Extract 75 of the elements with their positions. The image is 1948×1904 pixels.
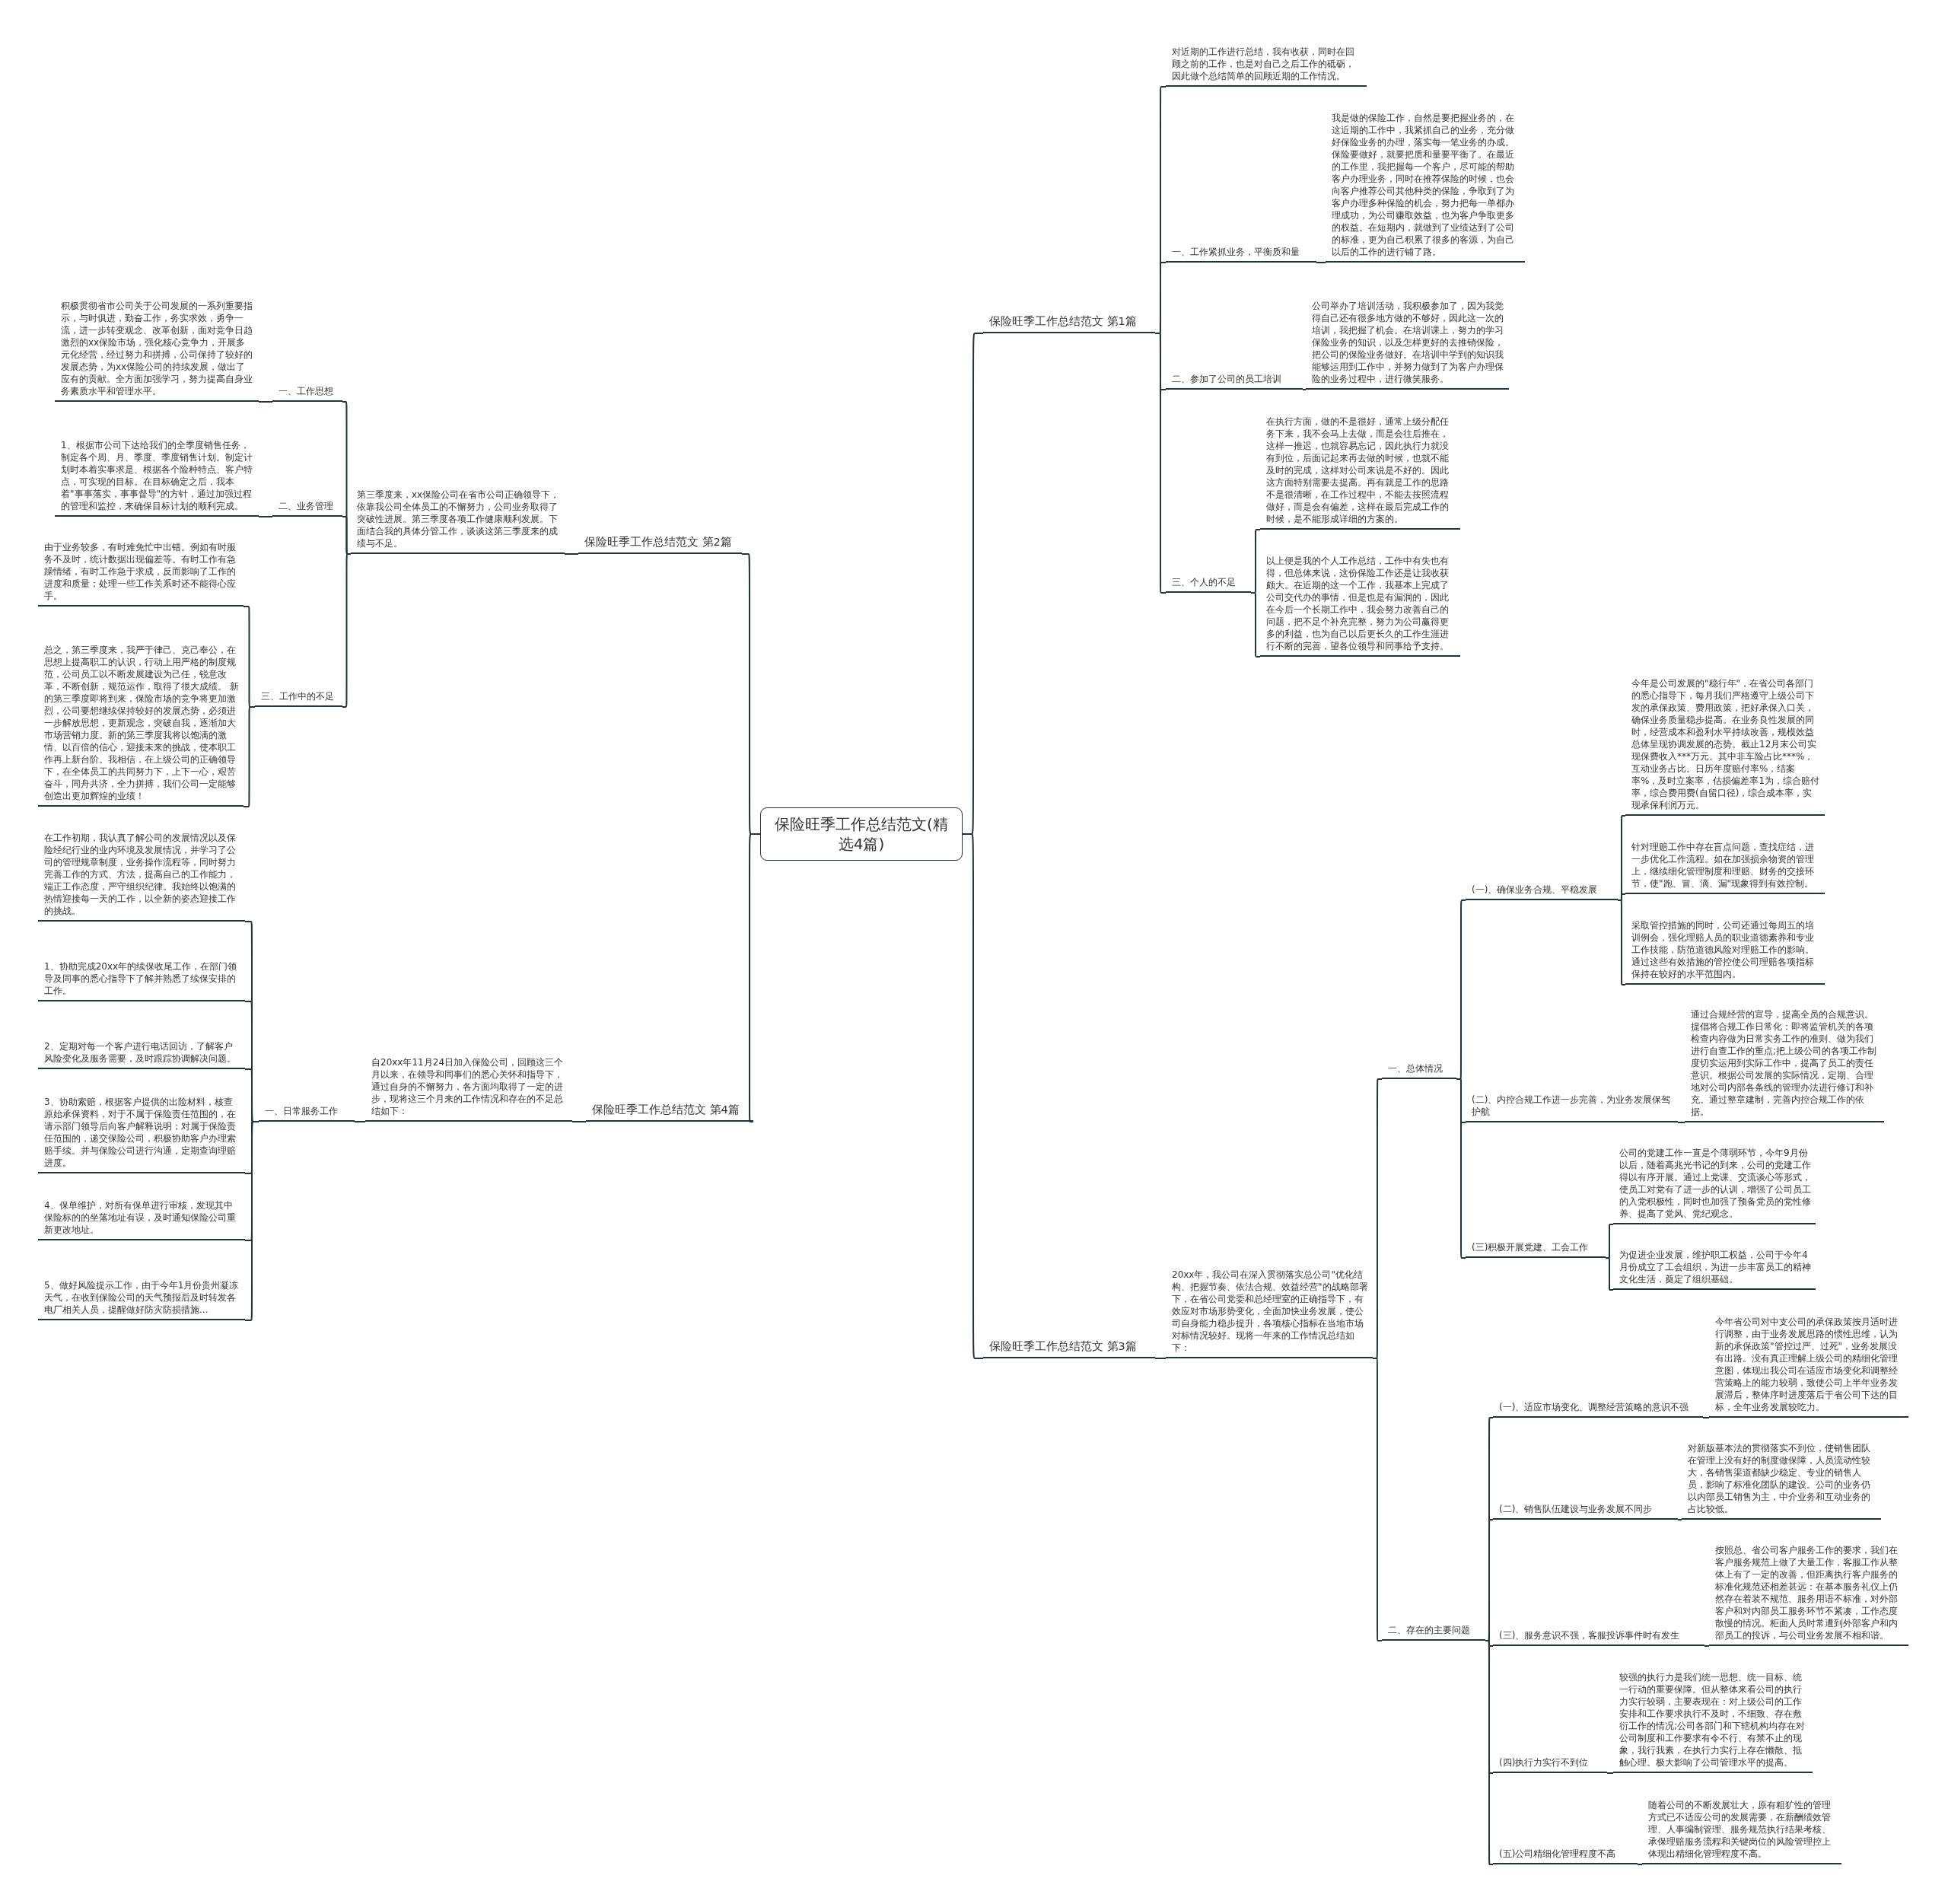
paragraph-text: 第三季度来，xx保险公司在省市公司正确领导下，依靠我公司全体员工的不懈努力，公司业务取得了突破性进展。第三季度各项工作健康顺利发展。下面结合我的具体分管工作，谈谈这第三季度来的成绩与不足。 — [351, 489, 565, 554]
connector-line — [1617, 899, 1626, 985]
paragraph-text: 5、做好风险提示工作，由于今年1月份贵州凝冻天气，在收到保险公司的天气预报后及时转发各电厂相关人员，提醒做好防灾防损措施... — [38, 1279, 245, 1320]
connector-line — [1637, 1864, 1643, 1865]
paragraph-text: 对近期的工作进行总结，我有收获，同时在回顾之前的工作，也是对自己之后工作的砥砺，因此做个总结简单的回顾近期的工作情况。 — [1166, 46, 1367, 87]
connector-line — [1485, 1640, 1494, 1865]
paragraph-text: 在工作初期，我认真了解公司的发展情况以及保险经纪行业的业内环境及发展情况，并学习了公司的管理规章制度，业务操作流程等，同时努力完善工作的方式、方法，提高自己的工作能力，端正工作态度，严守组织纪律。我始终以饱满的热情迎接每一天的工作，以全新的姿态迎接工作的挑战。 — [38, 832, 245, 922]
connector-line — [1154, 333, 1167, 594]
connector-line — [1704, 1645, 1710, 1647]
paragraph-text: 自20xx年11月24日加入保险公司，回顾这三个月以来，在领导和同事们的悉心关怀和指导下，通过自身的不懈努力，各方面均取得了一定的进步，现将这三个月来的工作情况和存在的不足总结如下： — [365, 1056, 572, 1122]
paragraph-text: 公司的党建工作一直是个薄弱环节，今年9月份以后，随着高兆光书记的到来，公司的党建工作得以有序开展。通过上党课、交流谈心等形式，使员工对党有了进一步的认训，增强了公司员工的入党积极性，同时也加强了预备党员的党性修养、提高了党风、党纪观念。 — [1613, 1147, 1816, 1224]
paragraph-text: 4、保单维护，对所有保单进行审核，发现其中保险标的的坐落地址有误，及时通知保险公司重新更改地址。 — [38, 1199, 245, 1240]
connector-line — [571, 1121, 587, 1122]
central-topic: 保险旺季工作总结范文(精选4篇) — [760, 807, 963, 861]
subtopic-label: 一、工作思想 — [272, 385, 342, 402]
connector-line — [1154, 1358, 1167, 1359]
branch-topic: 保险旺季工作总结范文 第1篇 — [983, 314, 1155, 333]
paragraph-text: 1、根据市公司下达给我们的全季度销售任务，制定各个周、月、季度、季度销售计划。制定计划时本着实事求是、根据各个险种特点、客户特点，可实现的目标。在目标确定之后，我本着"事事落实，事事督导"的方针，通过加强过程的管理和监控，来确保目标计划的顺利完成。 — [55, 439, 259, 517]
connector-line — [1316, 262, 1326, 263]
connector-line — [1677, 1122, 1685, 1123]
connector-line — [1250, 592, 1261, 657]
paragraph-text: 20xx年，我公司在深入贯彻落实总公司"优化结构、把握节奏、依法合规、效益经营"的战略部署下，在省公司党委和总经理室的正确指导下，有效应对市场形势变化，全面加快业务发展，使公司自身能力稳步提升，各项核心指标在当地市场对标情况较好。现将一年来的工作情况总结如下： — [1166, 1269, 1373, 1358]
subtopic-label: 二、业务管理 — [272, 500, 342, 517]
subtopic-label: 二、参加了公司的员工培训 — [1166, 373, 1303, 390]
subtopic-label: (三)积极开展党建、工会工作 — [1466, 1241, 1606, 1258]
connector-line — [243, 706, 256, 807]
paragraph-text: 总之，第三季度来，我严于律己、克己奉公，在思想上提高职工的认识，行动上用严格的制度规范，公司员工以不断发展建设为己任，锐意改革，不断创新，规范运作，取得了很大成绩。 新的第三季度即将到来，保险市场的竞争将更加激烈，公司要想继续保持较好的发展态势，必须进一步解放思想，更新观念，突破自我，逐渐加大市场营销力度。新的第三季度我将以饱满的激情、以百倍的信心，迎接未来的挑战，使本职工作再上新台阶。我相信，在上级公司的正确领导下，在全体员工的共同努力下，上下一心，艰苦奋斗，同舟共济，全力拼搏，我们公司一定能够创造出更加辉煌的业绩！ — [38, 644, 244, 807]
subtopic-label: 三、个人的不足 — [1166, 576, 1251, 593]
connector-line — [564, 553, 579, 555]
subtopic-label: (五)公司精细化管理程度不高 — [1493, 1848, 1638, 1864]
subtopic-label: 一、日常服务工作 — [259, 1105, 355, 1122]
branch-topic: 保险旺季工作总结范文 第3篇 — [983, 1339, 1155, 1358]
subtopic-label: 一、总体情况 — [1382, 1062, 1456, 1079]
paragraph-text: 1、协助完成20xx年的续保收尾工作，在部门领导及同事的悉心指导下了解并熟悉了续保安排的工作。 — [38, 960, 245, 1001]
paragraph-text: 针对理赔工作中存在盲点问题，查找症结，进一步优化工作流程。如在加强损余物资的管理上，继续细化管理制度和理赔、财务的交接环节，使"跑、冒、滴、漏"现象得到有效控制。 — [1625, 841, 1825, 894]
paragraph-text: 今年省公司对中支公司的承保政策按月适时进行调整，由于业务发展思路的惯性思维，认为新的承保政策"管控过严、过死"，业务发展没有出路。没有真正理解上级公司的精细化管理意图，体现出我公司在适应市场变化和调整经营策略上的能力较弱，致使公司上半年业务发展滞后，整体序时进度落后于省公司下达的目标，全年业务发展较吃力。 — [1709, 1316, 1908, 1418]
paragraph-text: 随着公司的不断发展壮大，原有粗犷性的管理方式已不适应公司的发展需要，在薪酬绩效管理、人事编制管理、服务规范执行结果考核、承保理赔服务流程和关键岗位的风险管理控上体现出精细化管理程度不高。 — [1642, 1799, 1841, 1864]
connector-line — [342, 553, 352, 708]
subtopic-label: 三、工作中的不足 — [255, 690, 342, 707]
connector-line — [1372, 1358, 1383, 1641]
connector-line — [258, 401, 273, 403]
branch-topic: 保险旺季工作总结范文 第2篇 — [578, 534, 742, 554]
subtopic-label: (四)执行力实行不到位 — [1493, 1756, 1607, 1773]
subtopic-label: 二、存在的主要问题 — [1382, 1624, 1485, 1641]
paragraph-text: 3、协助索赔，根据客户提供的出险材料，核查原始承保资料，对于不属于保险责任范围的，在请示部门领导后向客户解释说明；对属于保险责任范围的，递交保险公司，积极协助客户办理索赔手续。并与保险公司进行沟通，定期查询理赔进度。 — [38, 1096, 245, 1173]
paragraph-text: 以上便是我的个人工作总结，工作中有失也有得，但总体来说，这份保险工作还是让我收获颇大。在近期的这一个工作，我基本上完成了公司交代办的事情，但是也是有漏洞的，因此在今后一个长期工作中，我会努力改善自己的问题，把不足个补充完整，努力为公司赢得更多的利益，也为自己以后更长久的工作生涯进行不断的完善，望各位领导和同事给予支持。 — [1260, 555, 1460, 657]
connector-line — [1702, 1417, 1710, 1418]
connector-line — [354, 1121, 366, 1122]
connector-line — [1302, 389, 1307, 390]
connector-line — [1456, 1078, 1466, 1259]
paragraph-text: 通过合规经营的宣导，提高全员的合规意识。提倡将合规工作日常化：即将监管机关的各项检查内容做为日常实务工作的准则、做为我们进行自查工作的重点;把上级公司的各项工作制度切实运用到实际工作中，提高了员工的责任意识。根据公司发展的实际情况，定期、合理地对公司内部各条线的管理办法进行修订和补充。通过整章建制，完善内控合规工作的依据。 — [1685, 1008, 1884, 1122]
connector-line — [1606, 1772, 1614, 1774]
subtopic-label: (一)、适应市场变化、调整经营策略的意识不强 — [1493, 1401, 1703, 1418]
branch-topic: 保险旺季工作总结范文 第4篇 — [586, 1102, 753, 1122]
subtopic-label: 一、工作紧抓业务，平衡质和量 — [1166, 246, 1316, 263]
paragraph-text: 较强的执行力是我们统一思想、统一目标、统一行动的重要保障。但从整体来看公司的执行力实行较弱，主要表现在：对上级公司的工作安排和工作要求执行不及时，不细致、存在敷衍工作的情况;公司各部门和下辖机构均存在对公司制度和工作要求有令不行、有禁不止的现象，我行我素，在执行力实行上存在懒散、抵触心理。极大影响了公司管理水平的提高。 — [1613, 1671, 1813, 1773]
connector-line — [244, 1121, 259, 1321]
paragraph-text: 2、定期对每一个客户进行电话回访，了解客户风险变化及服务需要，及时跟踪协调解决问题。 — [38, 1040, 245, 1069]
paragraph-text: 积极贯彻省市公司关于公司发展的一系列重要指示，与时俱进，勤奋工作，务实求效，勇争一流，进一步转变观念、改革创新，面对竞争日趋激烈的xx保险市场，强化核心竞争力，开展多元化经营，经过努力和拼搏，公司保持了较好的发展态势，为xx保险公司的持续发展，做出了应有的贡献。全方面加强学习，努力提高自身业务素质水平和管理水平。 — [55, 300, 259, 402]
subtopic-label: (二)、销售队伍建设与业务发展不同步 — [1493, 1503, 1678, 1520]
subtopic-label: (一)、确保业务合规、平稳发展 — [1466, 884, 1618, 900]
paragraph-text: 我是做的保险工作，自然是要把握业务的，在这近期的工作中，我紧抓自己的业务，充分做好保险业务的办理，落实每一笔业务的办成。保险要做好，就要把质和量要平衡了。在最近的工作里，我把握每一个客户，尽可能的帮助客户办理业务，同时在推荐保险的时候，也会向客户推荐公司其他种类的保险，争取到了为客户办理多种保险的机会，努力把每一单都办理成功，为公司赚取效益，也为客户争取更多的权益。在短期内，就做到了业绩达到了公司的标准，更为自己积累了很多的客源，为自己以后的工作的进行铺了路。 — [1326, 112, 1525, 263]
connector-line — [1605, 1257, 1614, 1291]
paragraph-text: 为促进企业发展，维护职工权益，公司于今年4月份成立了工会组织，为进一步丰富员工的精神文化生活，奠定了组织基础。 — [1613, 1249, 1816, 1290]
paragraph-text: 按照总、省公司客户服务工作的要求，我们在客户服务规范上做了大量工作，客服工作从整体上有了一定的改善，但距离执行客户服务的标准化规范还相差甚远：在基本服务礼仪上仍然存在着装不规范、服务用语不标准，对外部客户和对内部员工服务环节不紧凑，工作态度散慢的情况。柜面人员时常遭到外部客户和内部员工的投诉，与公司业务发展不相和谐。 — [1709, 1544, 1908, 1646]
paragraph-text: 公司举办了培训活动，我积极参加了，因为我觉得自己还有很多地方做的不够好，因此这一次的培训，我把握了机会。在培训课上，努力的学习保险业务的知识，以及怎样更好的去推销保险，把公司的保险业务做好。在培训中学到的知识我能够运用到工作中，并努力做到了为客户办理保险的业务过程中，进行微笑服务。 — [1306, 300, 1509, 390]
connector-line — [1677, 1519, 1682, 1520]
connector-line — [258, 516, 273, 517]
paragraph-text: 采取管控措施的同时，公司还通过每周五的培训例会，强化理赔人员的职业道德素养和专业工作技能，防范道德风险对理赔工作的影响。通过这些有效措施的管控使公司理赔各项指标保持在较好的水平范围内。 — [1625, 919, 1825, 985]
paragraph-text: 由于业务较多，有时难免忙中出错。例如有时服务不及时，统计数据出现偏差等。有时工作有急躁情绪，有时工作急于求成，反而影响了工作的进度和质量；处理一些工作关系时还不能得心应手。 — [38, 541, 244, 607]
subtopic-label: (二)、内控合规工作进一步完善，为业务发展保驾护航 — [1466, 1094, 1678, 1122]
subtopic-label: (三)、服务意识不强，客服投诉事件时有发生 — [1493, 1629, 1704, 1646]
paragraph-text: 对新版基本法的贯彻落实不到位，使销售团队在管理上没有好的制度做保障，人员流动性较大，各销售渠道都缺少稳定、专业的销售人员，影响了标准化团队的建设。公司的业务仍以内部员工销售为主，中介业务和互动业务的占比较低。 — [1682, 1442, 1881, 1520]
paragraph-text: 在执行方面，做的不是很好，通常上级分配任务下来，我不会马上去做，而是会往后推在，这样一推迟，也就容易忘记，因此执行力就没有到位，后面记起来再去做的时候，也就不能及时的完成，这样对公司来说是不好的。因此这方面特别需要去提高。再有就是工作的思路不是很清晰，在工作过程中，不能去按照流程做好，而是会有偏差，这样在最后完成工作的时候，是不能形成详细的方案的。 — [1260, 416, 1460, 530]
paragraph-text: 今年是公司发展的"稳行年"，在省公司各部门的悉心指导下，每月我们严格遵守上级公司下发的承保政策、费用政策，把好承保入口关，确保业务质量稳步提高。在业务良性发展的同时，经营成本和盈利水平持续改善，规模效益总体呈现协调发展的态势。截止12月末公司实现保费收入***万元。其中非车险占比***%，互动业务占比。日历年度赔付率%，结案率%，及时立案率，估损偏差率1为，综合赔付率，综合费用费(自留口径)，综合成本率，实现承保利润万元。 — [1625, 677, 1825, 816]
